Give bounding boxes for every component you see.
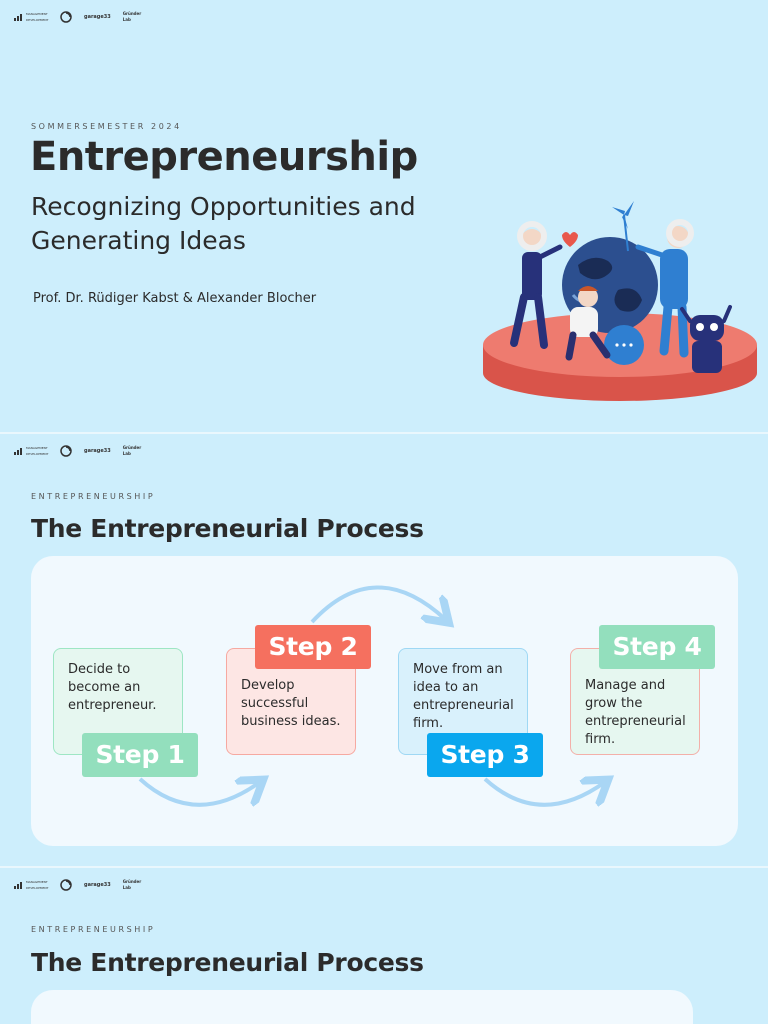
step-1-badge: Step 1 [82,733,198,777]
bar-chart-logo-icon [14,448,22,455]
logo-gruender-lab: Gründer Lab [122,879,142,890]
section-label: ENTREPRENEURSHIP [31,925,156,934]
bar-chart-logo-icon [14,14,22,21]
step-2-text: Develop successful business ideas. [241,678,341,729]
process-panel [31,990,693,1024]
step-3-text: Move from an idea to an entrepreneurial … [413,662,514,731]
step-4-text: Manage and grow the entrepreneurial firm… [585,678,686,747]
slide-process-repeat: MANAGEMENT DEVELOPMENT garage33 Gründer … [0,868,768,1024]
bar-chart-logo-icon [14,882,22,889]
step-1-text: Decide to become an entrepreneur. [68,662,157,713]
presentation-subtitle: Recognizing Opportunities and Generating… [31,190,501,258]
logo-bar: MANAGEMENT DEVELOPMENT garage33 Gründer … [14,10,141,24]
slide-title: The Entrepreneurial Process [31,514,424,543]
robot-icon [690,315,724,341]
slide-separator [0,432,768,434]
logo-gruender-lab: Gründer Lab [122,11,142,22]
subtitle-line-1: Recognizing Opportunities and [31,192,416,221]
subtitle-line-2: Generating Ideas [31,226,246,255]
slide-separator [0,866,768,868]
person-left [522,252,542,300]
globe-swirl-logo-icon [60,879,72,891]
team-globe-illustration [483,201,757,401]
windmill-icon [612,201,634,229]
authors: Prof. Dr. Rüdiger Kabst & Alexander Bloc… [33,291,317,306]
slide-title: The Entrepreneurial Process [31,948,424,977]
logo-garage33: garage33 [84,14,111,20]
step-2-badge: Step 2 [255,625,371,669]
logo-garage33: garage33 [84,882,111,888]
presentation-title: Entrepreneurship [30,134,418,180]
logo-garage33: garage33 [84,448,111,454]
logo-management: MANAGEMENT DEVELOPMENT [14,879,48,891]
semester-label: SOMMERSEMESTER 2024 [31,122,182,131]
logo-management: MANAGEMENT DEVELOPMENT [14,445,48,457]
globe-swirl-logo-icon [60,11,72,23]
slide-process: MANAGEMENT DEVELOPMENT garage33 Gründer … [0,434,768,866]
logo-bar: MANAGEMENT DEVELOPMENT garage33 Gründer … [14,878,141,892]
logo-management: MANAGEMENT DEVELOPMENT [14,11,48,23]
slide-title: MANAGEMENT DEVELOPMENT garage33 Gründer … [0,0,768,432]
step-3-badge: Step 3 [427,733,543,777]
logo-gruender-lab: Gründer Lab [122,445,142,456]
logo-bar: MANAGEMENT DEVELOPMENT garage33 Gründer … [14,444,141,458]
section-label: ENTREPRENEURSHIP [31,492,156,501]
person-center [570,307,598,337]
person-right [660,249,688,309]
step-4-card: Manage and grow the entrepreneurial firm… [570,648,700,755]
globe-swirl-logo-icon [60,445,72,457]
heart-icon [562,232,578,247]
step-4-badge: Step 4 [599,625,715,669]
